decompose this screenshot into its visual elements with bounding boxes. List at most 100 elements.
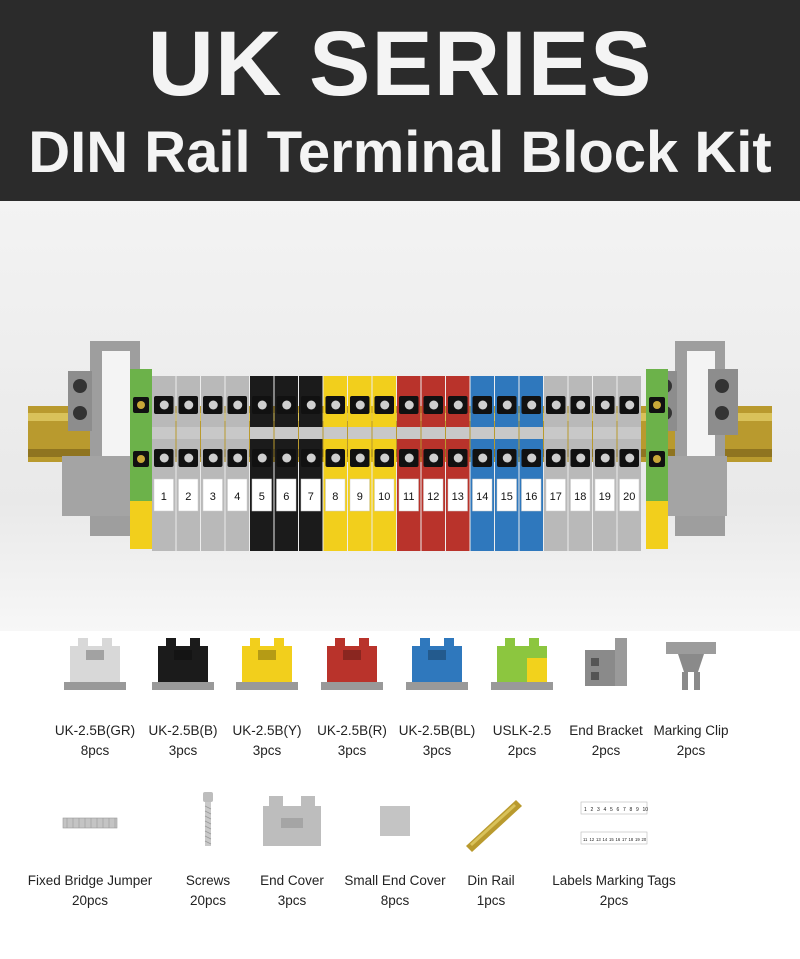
- terminal-block: 13: [446, 376, 470, 551]
- svg-text:4: 4: [604, 807, 607, 813]
- terminal-number: 10: [378, 491, 390, 503]
- part-quantity: 2pcs: [599, 893, 629, 908]
- terminal-block: 9: [348, 376, 372, 551]
- terminal-block: 20: [617, 376, 641, 551]
- part-name: UK-2.5B(GR): [54, 723, 136, 738]
- terminal-block: 14: [470, 376, 494, 551]
- part-name: End Cover: [260, 873, 324, 888]
- svg-text:19: 19: [635, 837, 640, 842]
- terminal-number: 17: [550, 491, 562, 503]
- svg-text:9: 9: [636, 807, 639, 813]
- terminal-block: 2: [176, 376, 200, 551]
- part-name: Marking Clip: [653, 723, 729, 738]
- bridge-jumper-icon: [62, 817, 118, 829]
- terminal-block: 7: [299, 376, 323, 551]
- part-name: Small End Cover: [344, 873, 446, 888]
- terminal-number: 2: [185, 491, 191, 503]
- terminal-block: 17: [544, 376, 568, 551]
- part-name: UK-2.5B(Y): [232, 723, 302, 738]
- ground-block-right: [646, 369, 668, 549]
- svg-text:11: 11: [583, 837, 588, 842]
- svg-text:15: 15: [609, 837, 614, 842]
- terminal-number: 12: [427, 491, 439, 503]
- terminal-block: 5: [250, 376, 274, 551]
- terminal-number: 20: [623, 491, 635, 503]
- marking-clip-icon: [666, 642, 716, 690]
- svg-text:7: 7: [623, 807, 626, 813]
- din-rail-icon: [466, 800, 522, 852]
- part-name: Fixed Bridge Jumper: [27, 873, 153, 888]
- terminal-block: 11: [397, 376, 421, 551]
- part-quantity: 3pcs: [337, 743, 367, 758]
- part-quantity: 8pcs: [80, 743, 110, 758]
- terminal-number: 11: [403, 491, 414, 503]
- part-name: Labels Marking Tags: [552, 873, 676, 888]
- red-terminal-block-icon: [321, 638, 383, 690]
- svg-text:20: 20: [642, 837, 647, 842]
- yellow-terminal-block-icon: [236, 638, 298, 690]
- terminal-block: 12: [421, 376, 445, 551]
- part-name: UK-2.5B(B): [148, 723, 218, 738]
- svg-text:18: 18: [629, 837, 634, 842]
- terminal-block: 16: [519, 376, 543, 551]
- terminal-number: 7: [308, 491, 314, 503]
- svg-text:10: 10: [643, 807, 649, 813]
- part-quantity: 3pcs: [422, 743, 452, 758]
- terminal-number: 4: [234, 491, 240, 503]
- svg-text:3: 3: [597, 807, 600, 813]
- ground-terminal-block-icon: [491, 638, 553, 690]
- terminal-number: 16: [525, 491, 537, 503]
- part-quantity: 2pcs: [507, 743, 537, 758]
- end-bracket-right-screws: [708, 369, 738, 435]
- terminal-number: 13: [452, 491, 464, 503]
- terminal-block: 6: [274, 376, 298, 551]
- black-terminal-block-icon: [152, 638, 214, 690]
- svg-text:17: 17: [622, 837, 627, 842]
- part-name: UK-2.5B(BL): [398, 723, 476, 738]
- svg-text:8: 8: [630, 807, 633, 813]
- terminal-block: 10: [372, 376, 396, 551]
- terminal-number: 5: [259, 491, 265, 503]
- svg-text:16: 16: [616, 837, 621, 842]
- banner-title: UK SERIES: [147, 13, 653, 115]
- terminal-block: 3: [201, 376, 225, 551]
- terminal-number: 18: [574, 491, 586, 503]
- screw-icon: [203, 792, 213, 846]
- terminal-number: 3: [210, 491, 216, 503]
- part-quantity: 20pcs: [71, 893, 109, 908]
- terminal-block: 4: [225, 376, 249, 551]
- end-cover-icon: [263, 796, 321, 846]
- ground-block-left: [130, 369, 152, 549]
- part-name: UK-2.5B(R): [317, 723, 387, 738]
- gray-terminal-block-icon: [64, 638, 126, 690]
- terminal-number: 1: [161, 491, 167, 503]
- svg-text:2: 2: [591, 807, 594, 813]
- part-quantity: 1pcs: [476, 893, 506, 908]
- part-name: Screws: [185, 873, 231, 888]
- terminal-block: 19: [593, 376, 617, 551]
- terminal-number: 19: [599, 491, 611, 503]
- terminal-number: 9: [357, 491, 363, 503]
- part-name: USLK-2.5: [492, 723, 552, 738]
- part-name: End Bracket: [569, 723, 643, 738]
- svg-text:14: 14: [603, 837, 608, 842]
- part-quantity: 3pcs: [168, 743, 198, 758]
- end-bracket-icon: [585, 638, 627, 686]
- svg-text:12: 12: [590, 837, 595, 842]
- blue-terminal-block-icon: [406, 638, 468, 690]
- banner-subtitle: DIN Rail Terminal Block Kit: [28, 120, 772, 185]
- part-quantity: 3pcs: [277, 893, 307, 908]
- terminal-number: 8: [332, 491, 338, 503]
- terminal-number: 14: [476, 491, 488, 503]
- banner: UK SERIES DIN Rail Terminal Block Kit: [0, 0, 800, 201]
- terminal-block: 8: [323, 376, 347, 551]
- small-end-cover-icon: [380, 806, 410, 836]
- part-quantity: 2pcs: [591, 743, 621, 758]
- svg-text:5: 5: [610, 807, 613, 813]
- terminal-block: 15: [495, 376, 519, 551]
- part-name: Din Rail: [467, 873, 515, 888]
- part-quantity: 20pcs: [189, 893, 227, 908]
